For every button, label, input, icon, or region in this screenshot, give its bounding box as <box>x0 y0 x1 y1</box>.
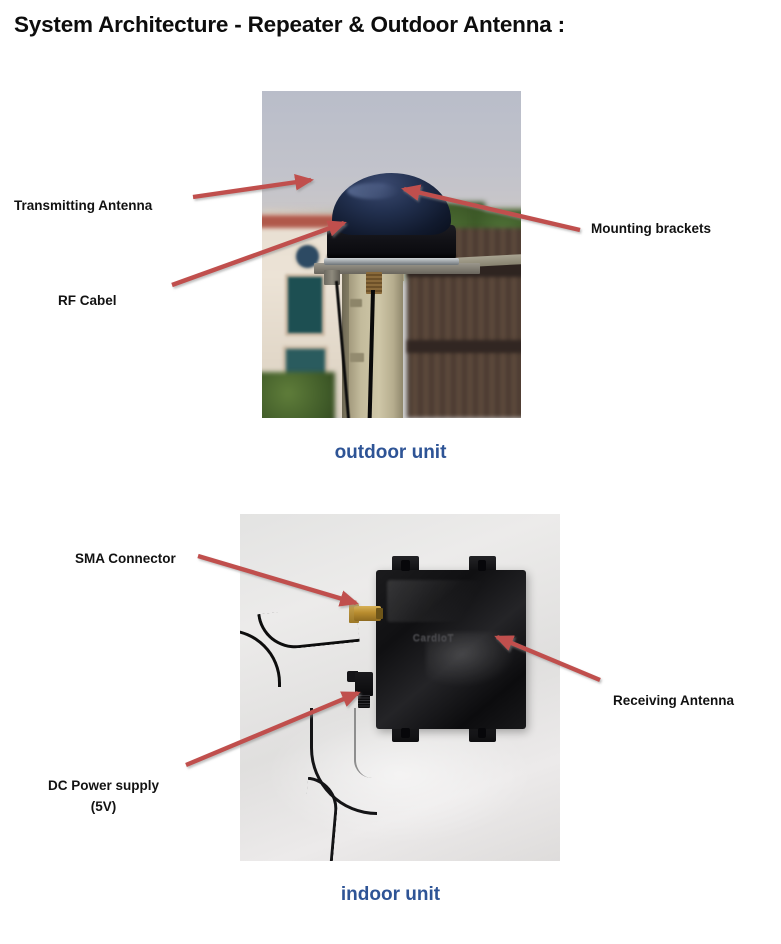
callout-receiving-antenna: Receiving Antenna <box>613 693 735 708</box>
callout-rf-cabel: RF Cabel <box>58 293 117 308</box>
pillar-chip-2 <box>350 352 365 363</box>
right-building-railing-2 <box>407 339 521 353</box>
dc-power-cord-grey-stripe <box>353 708 372 778</box>
antenna-mount-screw <box>365 272 383 294</box>
caption-indoor-unit: indoor unit <box>340 884 441 905</box>
callout-dc-power-supply-line2: (5V) <box>90 798 117 814</box>
dc-jack-elbow <box>347 671 359 683</box>
callout-dc-power-supply: DC Power supply (5V) <box>48 776 159 818</box>
mounting-hole-top-right <box>478 560 487 571</box>
enclosure-brand-marking: CardIoT <box>412 633 455 645</box>
indoor-unit-photo: CardIoT <box>240 514 560 861</box>
antenna-base-ring <box>324 257 459 266</box>
callout-dc-power-supply-line1: DC Power supply <box>48 778 160 793</box>
concrete-pillar <box>348 274 404 418</box>
sma-connector-tip <box>376 608 384 620</box>
antenna-base-shadow <box>326 254 457 260</box>
mounting-hole-top-left <box>401 560 410 571</box>
pillar-left-edge <box>342 274 352 418</box>
dc-strain-relief <box>358 694 370 709</box>
callout-mounting-brackets: Mounting brackets <box>591 221 712 236</box>
antenna-dome-highlight <box>347 182 400 199</box>
sma-connector-body <box>353 605 381 622</box>
pillar-chip-1 <box>350 298 362 308</box>
outdoor-unit-photo <box>262 91 521 418</box>
mounting-hole-bottom-left <box>401 727 410 739</box>
mounting-bracket-plate <box>313 262 480 275</box>
dc-barrel-jack <box>355 671 373 697</box>
foreground-bush <box>262 372 335 418</box>
page-title: System Architecture - Repeater & Outdoor… <box>14 12 565 37</box>
enclosure-gloss-1 <box>387 579 496 622</box>
left-building-window-1 <box>285 274 325 336</box>
mounting-hole-bottom-right <box>478 727 487 739</box>
caption-outdoor-unit: outdoor unit <box>334 442 447 463</box>
callout-transmitting-antenna: Transmitting Antenna <box>14 198 153 213</box>
callout-sma-connector: SMA Connector <box>75 551 176 566</box>
